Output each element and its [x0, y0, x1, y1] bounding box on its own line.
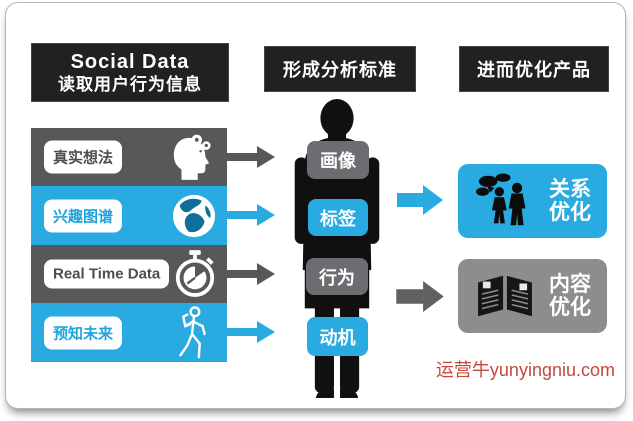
source-label: Real Time Data [44, 259, 170, 289]
outcome-label: 关系 优化 [549, 178, 591, 224]
header-analysis-standard: 形成分析标准 [264, 46, 416, 92]
header-social-data: Social Data 读取用户行为信息 [31, 43, 229, 102]
stopwatch-icon [173, 249, 217, 299]
source-label: 预知未来 [44, 316, 123, 349]
source-row-interest-graph: 兴趣图谱 [31, 186, 227, 245]
body-label-tags: 标签 [308, 199, 368, 236]
outcome-label-line1: 内容 [549, 273, 591, 296]
header-line1: Social Data [70, 50, 190, 73]
watermark-text: 运营牛yunyingniu.com [435, 360, 615, 380]
outcome-label: 内容 优化 [549, 273, 591, 319]
source-label: 兴趣图谱 [44, 199, 123, 232]
magazine-icon [474, 271, 536, 321]
source-row-real-time-data: Real Time Data [31, 245, 227, 303]
header-optimize-product: 进而优化产品 [459, 46, 609, 92]
walking-person-icon [173, 305, 213, 361]
body-label-behavior: 行为 [306, 258, 368, 295]
header-line2: 读取用户行为信息 [58, 74, 202, 94]
outcome-content-optimization: 内容 优化 [458, 259, 607, 333]
people-chat-icon [474, 173, 534, 229]
flow-arrow [225, 321, 275, 343]
source-row-predict-future: 预知未来 [31, 303, 227, 362]
outcome-relationship-optimization: 关系 优化 [458, 164, 607, 238]
globe-icon [171, 193, 217, 239]
source-label: 真实想法 [44, 140, 123, 174]
flow-arrow [225, 204, 275, 226]
body-label-portrait: 画像 [307, 141, 369, 179]
body-label-motivation: 动机 [307, 317, 368, 356]
head-gears-icon [171, 133, 213, 181]
source-row-true-thoughts: 真实想法 [31, 128, 227, 186]
flow-arrow [225, 146, 275, 168]
outcome-arrow [396, 281, 444, 312]
outcome-arrow [397, 185, 443, 215]
outcome-label-line2: 优化 [549, 296, 591, 319]
outcome-label-line1: 关系 [549, 178, 591, 201]
flow-arrow [225, 263, 275, 285]
outcome-label-line2: 优化 [549, 201, 591, 224]
